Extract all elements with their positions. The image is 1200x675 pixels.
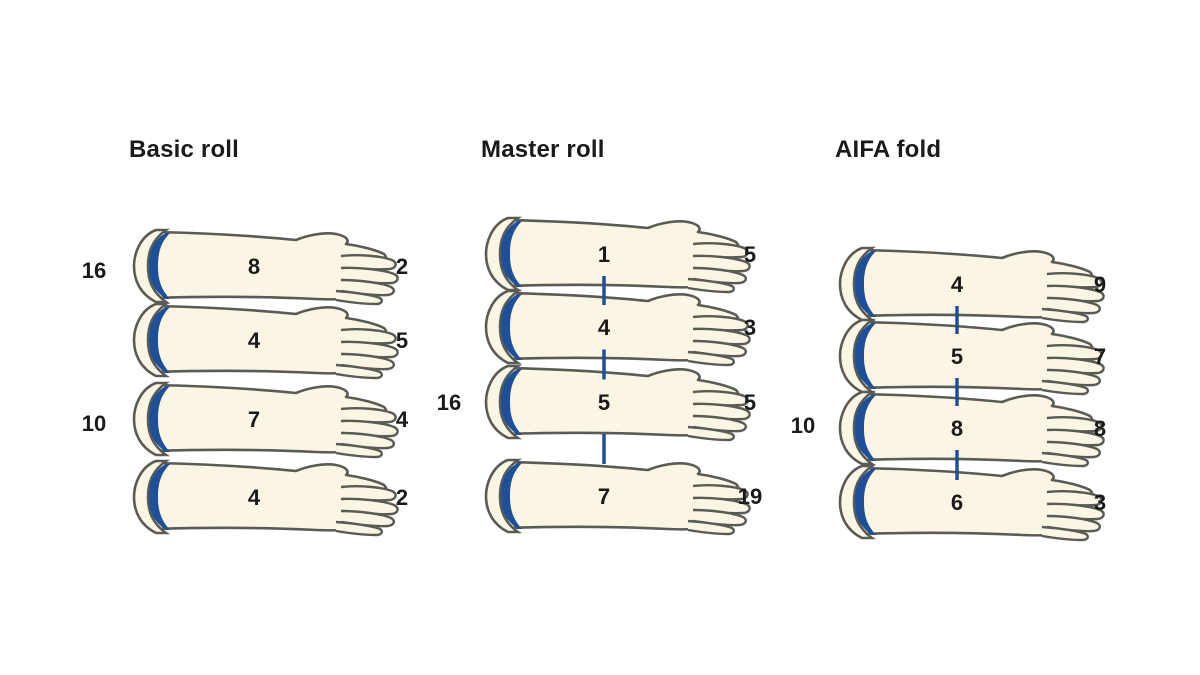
right-number: 7 — [1094, 344, 1106, 369]
left-number: 10 — [791, 413, 815, 438]
glove-number: 4 — [248, 328, 261, 353]
glove-number: 5 — [951, 344, 963, 369]
panel-title-basic-roll: Basic roll — [129, 136, 239, 163]
panel-title-aifa-fold: AIFA fold — [835, 136, 941, 163]
right-number: 5 — [744, 390, 756, 415]
right-number: 2 — [396, 485, 408, 510]
glove-number: 5 — [598, 390, 610, 415]
glove-illustration — [484, 216, 751, 294]
right-number: 3 — [1094, 490, 1106, 515]
panel-master-roll: 1 5 4 3 5 5 7 19 16 — [437, 216, 762, 536]
panel-title-master-roll: Master roll — [481, 136, 605, 163]
right-number: 19 — [738, 484, 762, 509]
glove-number: 4 — [598, 315, 611, 340]
right-number: 5 — [396, 328, 408, 353]
glove-number: 8 — [951, 416, 963, 441]
glove-number: 1 — [598, 242, 610, 267]
glove-illustration — [132, 459, 399, 537]
glove-illustration — [484, 289, 751, 367]
glove-number: 8 — [248, 254, 260, 279]
glove-illustration — [838, 390, 1105, 468]
right-number: 9 — [1094, 272, 1106, 297]
left-number: 16 — [82, 258, 106, 283]
glove-number: 6 — [951, 490, 963, 515]
right-number: 3 — [744, 315, 756, 340]
left-number: 10 — [82, 411, 106, 436]
right-number: 8 — [1094, 416, 1106, 441]
right-number: 5 — [744, 242, 756, 267]
glove-illustration — [132, 228, 399, 306]
right-number: 2 — [396, 254, 408, 279]
glove-illustration — [838, 246, 1105, 324]
glove-illustration — [484, 458, 751, 536]
panel-basic-roll: 8 2 4 5 7 4 4 2 16 10 — [82, 228, 409, 537]
glove-number: 7 — [248, 407, 260, 432]
left-number: 16 — [437, 390, 461, 415]
glove-illustration — [132, 381, 399, 459]
glove-illustration — [838, 464, 1105, 542]
right-number: 4 — [396, 407, 409, 432]
panel-aifa-fold: 4 9 5 7 8 8 6 3 10 — [791, 246, 1106, 542]
glove-number: 7 — [598, 484, 610, 509]
glove-illustration — [838, 318, 1105, 396]
glove-illustration — [132, 302, 399, 380]
glove-number: 4 — [951, 272, 964, 297]
glove-illustration — [484, 364, 751, 442]
glove-number: 4 — [248, 485, 261, 510]
